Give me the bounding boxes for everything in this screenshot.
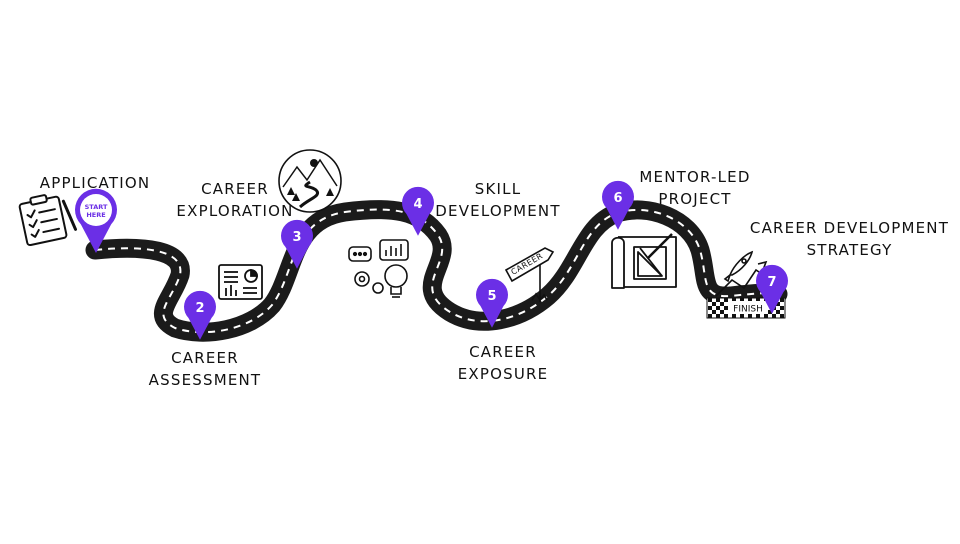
start-label: START [85,203,108,211]
checker-square [724,298,728,302]
step-pin-2: 2 [184,290,216,340]
rocket-growth-icon [715,250,768,297]
step-pin-6: 6 [602,180,634,230]
checker-square [716,314,720,318]
checker-square [776,310,780,314]
checker-square [780,298,784,302]
checker-square [768,310,772,314]
mountain-road-icon [278,149,342,213]
step-2-title-line1: CAREER [171,349,239,367]
checker-square [748,298,752,302]
checker-square [780,314,784,318]
checker-square [740,298,744,302]
step-6-title-line2: PROJECT [658,190,732,208]
pin-number: 3 [292,230,301,245]
pin-marker [755,264,788,314]
checker-square [776,302,780,306]
start-label: HERE [86,211,105,219]
step-pin-4: 4 [402,186,434,236]
pin-number: 7 [767,275,776,290]
checker-square [720,302,724,306]
step-pin-5: 5 [475,278,509,328]
checker-square [724,306,728,310]
pin-marker [281,219,313,269]
start-badge [80,194,112,226]
checker-square [716,306,720,310]
step-label-career-assessment: CAREER ASSESSMENT [130,347,280,391]
checker-square [756,298,760,302]
checker-square [708,306,712,310]
step-label-career-exposure: CAREER EXPOSURE [438,341,568,385]
step-label-career-development-strategy: CAREER DEVELOPMENT STRATEGY [747,217,952,261]
road-center-dashes [94,208,779,334]
checker-square [772,314,776,318]
blueprint-tools-icon [611,233,677,289]
checker-square [716,298,720,302]
pin-number: 5 [487,289,496,304]
ideas-chat-icon [348,239,409,298]
step-label-skill-development: SKILL DEVELOPMENT [423,178,573,222]
checker-square [732,298,736,302]
checker-square [712,310,716,314]
step-4-title-line1: SKILL [474,180,522,198]
report-dashboard-icon [218,264,263,300]
finish-label: FINISH [733,305,763,315]
step-label-career-exploration: CAREER EXPLORATION [160,178,310,222]
step-5-title-line1: CAREER [469,343,537,361]
checker-square [740,314,744,318]
step-7-title-line2: STRATEGY [806,241,893,259]
step-3-title-line1: CAREER [201,180,269,198]
step-7-title-line1: CAREER DEVELOPMENT [749,219,950,237]
pin-number: 6 [613,191,622,206]
step-pin-7: 7 [755,264,788,314]
checker-square [764,314,768,318]
step-6-title-line1: MENTOR-LED [639,168,751,186]
checker-square [748,314,752,318]
pin-marker [184,290,216,340]
checker-square [756,314,760,318]
checker-square [724,314,728,318]
checker-square [712,302,716,306]
checker-square [732,314,736,318]
pin-marker [475,278,509,328]
checker-square [708,314,712,318]
step-1-title: APPLICATION [39,174,151,192]
pin-marker [402,186,434,236]
step-pin-3: 3 [281,219,313,269]
step-4-title-line2: DEVELOPMENT [435,202,561,220]
step-5-title-line2: EXPOSURE [457,365,549,383]
checker-square [720,310,724,314]
step-label-application: APPLICATION [30,172,160,194]
checker-square [708,298,712,302]
step-label-mentor-led-project: MENTOR-LED PROJECT [630,166,760,210]
pin-marker [602,180,634,230]
step-3-title-line2: EXPLORATION [176,202,294,220]
checker-square [780,306,784,310]
pin-number: 4 [413,197,422,212]
clipboard-checklist-icon [18,194,78,247]
pin-number: 2 [195,301,204,316]
step-2-title-line2: ASSESSMENT [148,371,262,389]
